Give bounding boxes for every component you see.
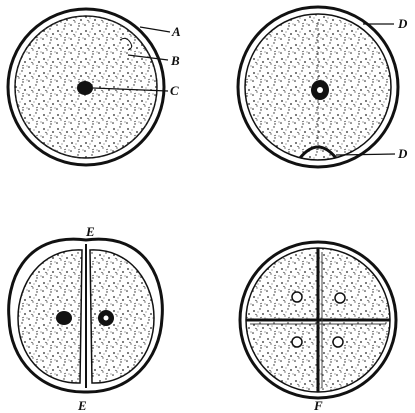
cell-single: A B C xyxy=(8,9,181,165)
label-b: B xyxy=(170,53,180,68)
cell-furrow: D D xyxy=(238,7,408,167)
label-f: F xyxy=(313,398,323,413)
nucleus-center xyxy=(317,87,323,93)
nucleus-right-center xyxy=(104,316,109,321)
cell-two-cell: E E xyxy=(9,224,163,413)
label-c: C xyxy=(170,83,179,98)
nucleus-upper-left xyxy=(292,292,302,302)
label-d-bottom: D xyxy=(397,146,408,161)
label-d-top: D xyxy=(397,16,408,31)
nucleus-upper-right xyxy=(335,293,345,303)
daughter-cell-left xyxy=(18,250,82,383)
nucleus-left xyxy=(56,311,72,325)
cell-four-cell: F xyxy=(240,242,396,413)
label-e-bottom: E xyxy=(77,398,87,413)
label-e-top: E xyxy=(85,224,95,239)
nucleus-lower-left xyxy=(292,337,302,347)
nucleus xyxy=(77,81,93,95)
label-a: A xyxy=(171,24,181,39)
leader-line-a xyxy=(140,27,170,32)
nucleus-lower-right xyxy=(333,337,343,347)
